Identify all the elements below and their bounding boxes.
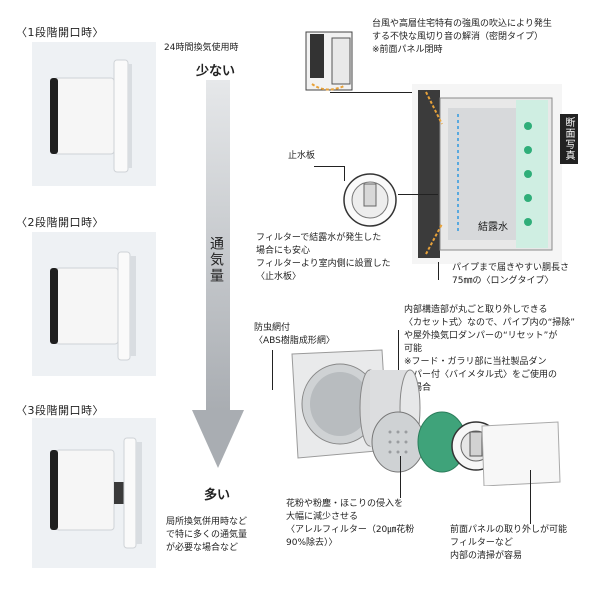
wind-note-line-2: する不快な風切り音の解消（密閉タイプ） — [372, 32, 544, 42]
pollen-note-line-3: 〈アレルフィルター（20㎛花粉 — [286, 525, 415, 535]
cassette-note-line-6: パー付〈バイメタル式〉をご使用の — [404, 370, 558, 380]
pollen-note-line-1: 花粉や粉塵・ほこりの侵入を — [286, 499, 404, 509]
cassette-note-line-1: 内部構造部が丸ごと取り外しできる — [404, 305, 548, 315]
filter-note: フィルターで結露水が発生した 場合にも安心 フィルターより室内側に設置した 〈止… — [256, 232, 391, 284]
pipe-note: パイプまで届きやすい胴長さ 75㎜の〈ロングタイプ〉 — [452, 262, 569, 288]
stage-2-label: 〈2段階開口時〉 — [16, 216, 104, 229]
panel-note-line-1: 前面パネルの取り外しが可能 — [450, 525, 568, 535]
pollen-leader — [400, 456, 401, 498]
mesh-label-line-2: 〈ABS樹脂成形網〉 — [254, 336, 335, 346]
pipe-note-line-1: パイプまで届きやすい胴長さ — [452, 263, 570, 273]
stage-3-vent-image — [50, 437, 142, 549]
panel-note-line-3: 内部の清掃が容易 — [450, 551, 523, 561]
filter-note-line-3: フィルターより室内側に設置した — [256, 259, 391, 269]
cassette-note-line-4: 可能 — [404, 344, 423, 354]
wind-note: 台風や高層住宅特有の強風の吹込により発生 する不快な風切り音の解消（密閉タイプ）… — [372, 18, 552, 57]
section-tag: 断面写真 — [560, 114, 578, 164]
airflow-top-note: 24時間換気使用時 — [164, 43, 239, 53]
wind-note-line-1: 台風や高層住宅特有の強風の吹込により発生 — [372, 19, 552, 29]
cassette-leader — [398, 330, 399, 400]
water-plate-label: 止水板 — [288, 151, 316, 161]
pipe-leader — [438, 262, 439, 280]
airflow-high-label: 多い — [204, 488, 231, 503]
airflow-arrow — [192, 80, 244, 468]
cassette-note-line-5: ※フード・ガラリ部に当社製品ダン — [404, 357, 547, 367]
stage-1-label: 〈1段階開口時〉 — [16, 26, 104, 39]
stage-1-vent-image — [50, 59, 132, 173]
pollen-note-line-4: 90%除去）〉 — [286, 538, 338, 548]
water-plate-closeup — [343, 173, 397, 227]
pollen-note-line-2: 大幅に減少させる — [286, 512, 359, 522]
bottom-note-line-2: で特に多くの通気量 — [166, 530, 248, 540]
panel-leader — [530, 470, 531, 524]
section-tag-text: 断面写真 — [563, 117, 574, 161]
panel-note: 前面パネルの取り外しが可能 フィルターなど 内部の清掃が容易 — [450, 524, 567, 563]
wind-closeup-image — [305, 31, 353, 91]
pipe-note-line-2: 75㎜の〈ロングタイプ〉 — [452, 276, 554, 286]
mesh-label: 防虫網付 〈ABS樹脂成形網〉 — [254, 322, 335, 348]
pollen-note: 花粉や粉塵・ほこりの侵入を 大幅に減少させる 〈アレルフィルター（20㎛花粉 9… — [286, 498, 414, 550]
cassette-note-line-2: 〈カセット式〉なので、パイプ内の“掃除” — [404, 318, 575, 328]
cassette-note-line-7: 場合 — [413, 383, 432, 393]
wind-leader — [330, 92, 438, 93]
airflow-low-label: 少ない — [196, 64, 236, 79]
stage-2-panel — [32, 232, 156, 376]
section-photo — [412, 84, 562, 264]
stage-1-panel — [32, 42, 156, 186]
bottom-note-line-1: 局所換気併用時など — [166, 517, 248, 527]
mesh-leader — [272, 350, 273, 390]
mesh-label-line-1: 防虫網付 — [254, 323, 291, 333]
bottom-note-line-3: が必要な場合など — [166, 543, 239, 553]
condensation-label: 結露水 — [478, 222, 508, 233]
closeup-to-section-leader — [398, 194, 438, 195]
cassette-note-line-3: や屋外換気口ダンパーの“リセット”が — [404, 331, 558, 341]
stage-2-vent-image — [50, 251, 136, 361]
exploded-view-image — [291, 349, 561, 486]
airflow-axis-label: 通気量 — [208, 236, 224, 284]
stage-3-label: 〈3段階開口時〉 — [16, 404, 104, 417]
filter-note-line-4: 〈止水板〉 — [256, 272, 302, 282]
wind-note-line-3: ※前面パネル閉時 — [372, 45, 443, 55]
airflow-bottom-note: 局所換気併用時など で特に多くの通気量 が必要な場合など — [166, 516, 247, 555]
filter-note-line-1: フィルターで結露水が発生した — [256, 233, 382, 243]
cassette-note: 内部構造部が丸ごと取り外しできる 〈カセット式〉なので、パイプ内の“掃除” や屋… — [404, 304, 575, 395]
stage-3-panel — [32, 418, 156, 568]
filter-note-line-2: 場合にも安心 — [256, 246, 311, 256]
water-plate-leader — [314, 166, 345, 181]
panel-note-line-2: フィルターなど — [450, 538, 513, 548]
